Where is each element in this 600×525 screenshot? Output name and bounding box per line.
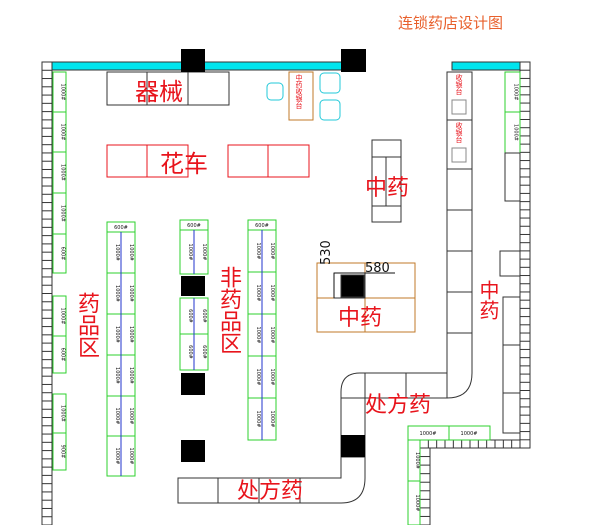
dimension-height: 530 [319, 240, 334, 265]
gondola-1-right-label: 1000# [128, 367, 134, 384]
gondola-1-left-label: 1000# [114, 408, 120, 425]
cashier-label-2: 收银台 [455, 122, 463, 143]
gondola-1-right-label: 1000# [128, 408, 134, 425]
pillars [181, 49, 366, 462]
bottom-vertical-shelf-label: 1000# [414, 452, 420, 469]
gondola-2-left-label: 600# [187, 309, 193, 323]
gondola-2-left-label: 600# [187, 345, 193, 359]
gondola-1-end-label: 600# [114, 225, 128, 231]
gondola-3-left-label: 1000# [255, 285, 261, 302]
gondola-2-end-label: 600# [187, 223, 201, 229]
left-wall-shelf-cell [52, 432, 67, 471]
gondola-3-right-label: 1000# [269, 285, 275, 302]
tcm-cashier-desk [288, 71, 314, 121]
tcm-label-1: 中药 [365, 176, 409, 201]
bottom-shelf-label: 1000# [420, 431, 437, 437]
prescription-label-2: 处方药 [237, 479, 303, 504]
plan-title: 连锁药店设计图 [398, 14, 504, 32]
gondola-1-left-label: 1000# [114, 326, 120, 343]
dimension-width: 580 [365, 261, 390, 276]
left-wall-shelf-label: 1000# [60, 405, 66, 422]
left-wall-shelf-label: 600# [60, 247, 66, 261]
right-cabinets [499, 152, 521, 434]
flower-carts [106, 144, 310, 178]
gondola-1-right-label: 1000# [128, 244, 134, 261]
bottom-vertical-shelf-label: 1000# [414, 495, 420, 512]
left-wall-shelf-label: 1000# [60, 124, 66, 141]
gondola-3-right-label: 1000# [269, 411, 275, 428]
left-wall-shelf-label: 1000# [60, 205, 66, 222]
tcm-cabinet [371, 139, 402, 223]
right-wall-shelf-label: 1000# [513, 124, 519, 141]
non-medicine-zone-label: 非药品区 [216, 266, 241, 354]
right-wall [519, 61, 531, 449]
fixtures [106, 71, 521, 504]
inner-wall [419, 447, 431, 525]
left-wall-shelf-label: 1000# [60, 84, 66, 101]
flower-cart-label: 花车 [160, 150, 208, 178]
gondola-3-left-label: 1000# [255, 411, 261, 428]
gondola-3-end-label: 600# [255, 223, 269, 229]
gondola-2-left-label: 1000# [187, 244, 193, 261]
gondola-2-right-label: 600# [201, 309, 207, 323]
gondola-2-right-label: 1000# [201, 244, 207, 261]
gondola-3-right-label: 1000# [269, 243, 275, 260]
dimension-labels: 530 580 [319, 240, 395, 298]
left-wall-shelf-label: 1000# [60, 308, 66, 325]
gondola-1-right-label: 1000# [128, 326, 134, 343]
gondola-2-right-label: 600# [201, 345, 207, 359]
bottom-shelf-label: 1000# [461, 431, 478, 437]
left-wall [41, 61, 53, 525]
gondola-1-right-label: 1000# [128, 285, 134, 302]
gondola-3-right-label: 1000# [269, 369, 275, 386]
medicine-zone-label: 药品区 [74, 292, 99, 358]
bottom-wall [419, 439, 521, 449]
tcm-label-2: 中药 [338, 306, 382, 331]
gondola-3-left-label: 1000# [255, 369, 261, 386]
cashier-label-1: 收银台 [455, 74, 463, 95]
left-wall-shelf-label: 600# [60, 348, 66, 362]
gondola-1-left-label: 1000# [114, 448, 120, 465]
tcm-label-3: 中药 [476, 280, 500, 320]
prescription-counter [177, 168, 473, 504]
tcm-pillar [340, 274, 365, 298]
left-wall-shelf-label: 1000# [60, 164, 66, 181]
gondola-3-left-label: 1000# [255, 327, 261, 344]
top-wall-right [451, 61, 521, 71]
bottom-shelf-cell [448, 425, 491, 441]
bottom-vertical-shelf-cell [407, 480, 421, 525]
gondola-1-left-label: 1000# [114, 244, 120, 261]
gondola-1-left-label: 1000# [114, 367, 120, 384]
equipment-counter [106, 71, 230, 106]
tcm-cashier-label: 中药收银台 [295, 74, 303, 109]
shelves: 1000# 1000# 1000# 1000# 600# 1000# 600# 1000# 90… [52, 71, 521, 525]
gondola-3-right-label: 1000# [269, 327, 275, 344]
left-wall-shelf-label: 900# [60, 445, 66, 459]
left-wall-shelf-cell [52, 233, 67, 274]
gondola-1-right-label: 1000# [128, 448, 134, 465]
area-labels: 器械 花车 中药 中药 处方药 处方药 [135, 78, 431, 504]
gondola-3-left-label: 1000# [255, 243, 261, 260]
right-wall-shelf-label: 1000# [513, 84, 519, 101]
equipment-label: 器械 [135, 78, 183, 106]
gondola-1-left-label: 1000# [114, 285, 120, 302]
chair-icons [266, 72, 341, 121]
left-wall-shelf-cell [52, 335, 67, 374]
prescription-label-1: 处方药 [365, 393, 431, 418]
